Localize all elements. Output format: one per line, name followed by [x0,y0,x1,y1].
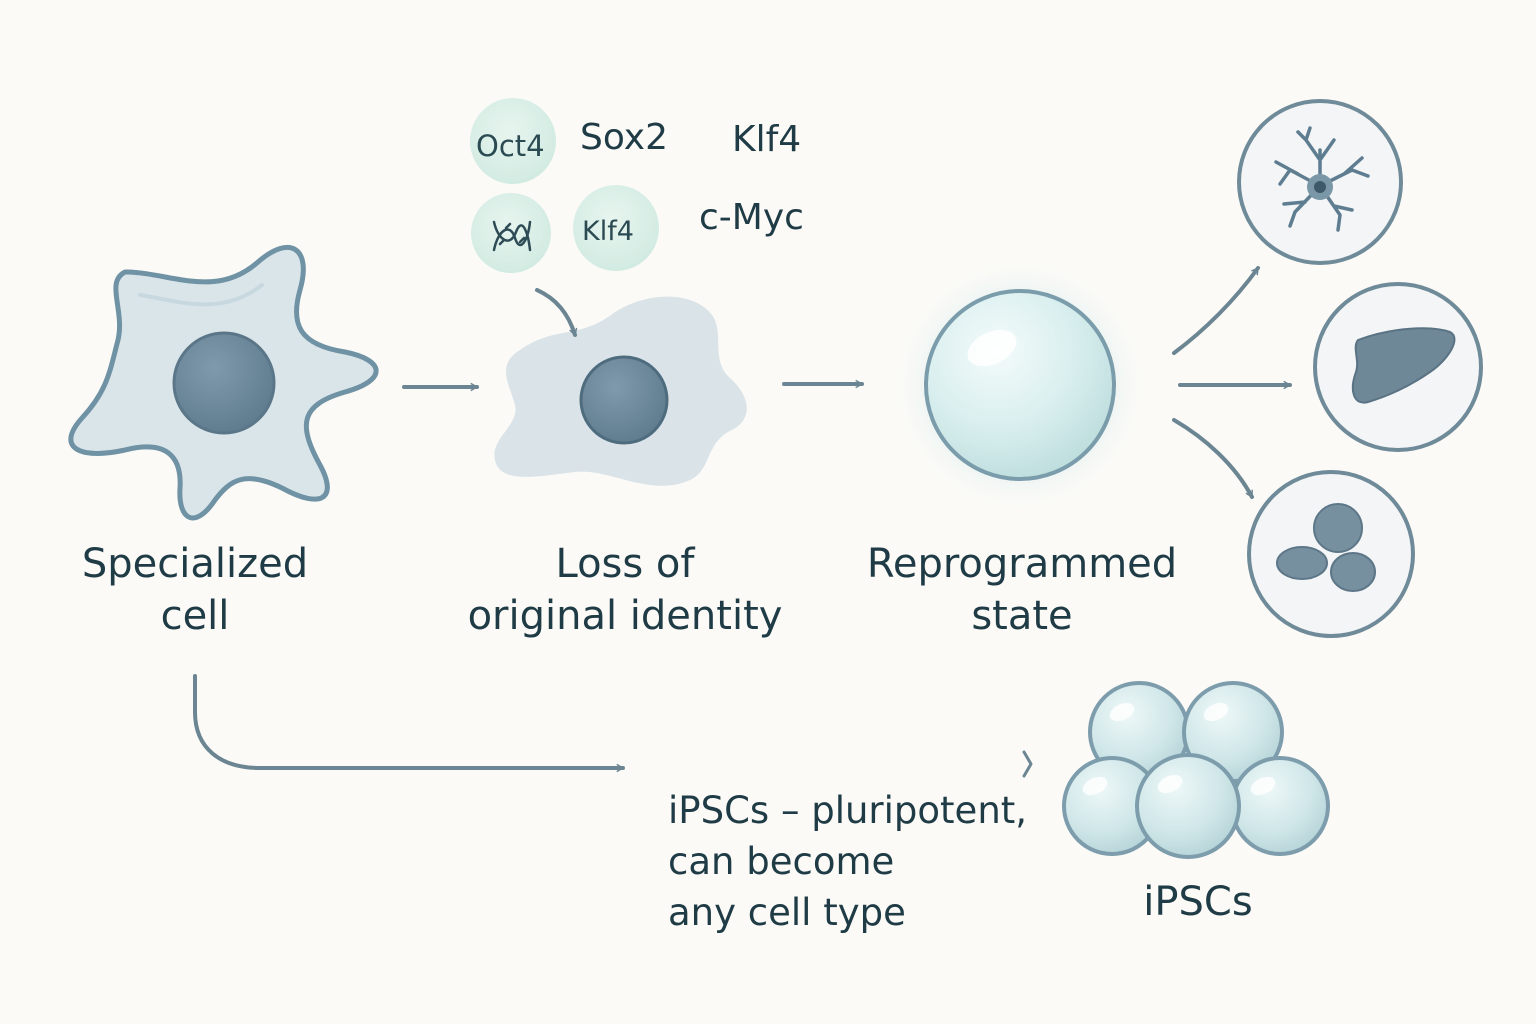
amorphous-cell-icon [494,296,747,486]
stage-label-specialized: Specialized cell [60,538,330,642]
stage-label-loss-line1: Loss of [555,541,695,587]
chevron-right-icon [1022,750,1033,778]
ipsc-description: iPSCs – pluripotent, can become any cell… [668,785,1027,938]
dna-icon [492,220,532,252]
factor-bubble-oct4 [470,98,556,184]
ipsc-cluster-label-text: iPSCs [1143,879,1253,925]
stage-label-reprogrammed-line2: state [971,593,1073,639]
stage-label-specialized-line2: cell [160,593,230,639]
star-shaped-cell-icon [68,244,379,521]
stage-label-reprogrammed: Reprogrammed state [862,538,1182,642]
ipsc-description-line1: iPSCs – pluripotent, [668,789,1028,832]
arrow-to-blood [1172,418,1254,499]
cluster-highlights [1082,702,1276,796]
stem-cell-cluster-icon [1062,681,1330,859]
factor-label-klf4-top: Klf4 [732,119,802,160]
neuron-icon [1237,99,1403,265]
factor-delivery-arrow [535,288,578,337]
stage-label-loss-line2: original identity [467,593,783,639]
factor-label-cmyc: c-Myc [699,197,804,238]
stage-label-reprogrammed-line1: Reprogrammed [866,541,1178,587]
ipsc-cluster-label: iPSCs [1098,876,1298,928]
ipsc-description-line3: any cell type [668,891,906,934]
arrow-specialized-to-ipscs [193,674,625,773]
blood-cells-icon [1247,470,1415,638]
glowing-round-cell-icon [892,257,1148,513]
ipsc-description-line2: can become [668,840,895,883]
factor-label-oct4: Oct4 [476,129,545,163]
arrow-to-neuron [1172,266,1260,355]
stage-label-specialized-line1: Specialized [81,541,309,587]
factor-bubble-klf4 [573,185,659,271]
factor-label-sox2: Sox2 [580,117,668,158]
factor-bubble-dna [471,193,551,273]
stage-label-loss: Loss of original identity [455,538,795,642]
factor-label-klf4-bubble: Klf4 [582,216,634,247]
liver-icon [1313,282,1483,452]
